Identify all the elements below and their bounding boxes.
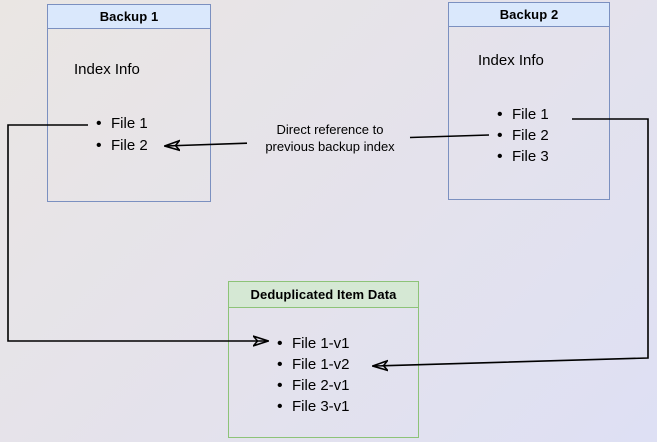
edge-label-line1: Direct reference to [276, 122, 384, 137]
backup1-heading: Index Info [74, 61, 140, 78]
backup2-title: Backup 2 [449, 3, 609, 27]
dedup-file-item: File 1-v2 [277, 354, 350, 375]
backup2-file-item: File 1 [497, 104, 549, 125]
backup1-file-list: File 1 File 2 [96, 113, 148, 157]
edge-label-line2: previous backup index [265, 139, 395, 154]
backup2-file-list: File 1 File 2 File 3 [497, 104, 549, 167]
backup1-file-item: File 1 [96, 113, 148, 135]
dedup-file-list: File 1-v1 File 1-v2 File 2-v1 File 3-v1 [277, 333, 350, 417]
dedup-title: Deduplicated Item Data [229, 282, 418, 308]
node-backup2: Backup 2 Index Info File 1 File 2 File 3 [448, 2, 610, 200]
backup1-file-item: File 2 [96, 135, 148, 157]
backup2-file-item: File 2 [497, 125, 549, 146]
backup2-file-item: File 3 [497, 146, 549, 167]
dedup-file-item: File 3-v1 [277, 396, 350, 417]
edge-label-direct-reference: Direct reference to previous backup inde… [240, 121, 420, 155]
backup2-heading: Index Info [478, 52, 544, 69]
dedup-file-item: File 2-v1 [277, 375, 350, 396]
node-backup1: Backup 1 Index Info File 1 File 2 [47, 4, 211, 202]
dedup-file-item: File 1-v1 [277, 333, 350, 354]
backup1-title: Backup 1 [48, 5, 210, 29]
node-deduplicated-item-data: Deduplicated Item Data File 1-v1 File 1-… [228, 281, 419, 438]
